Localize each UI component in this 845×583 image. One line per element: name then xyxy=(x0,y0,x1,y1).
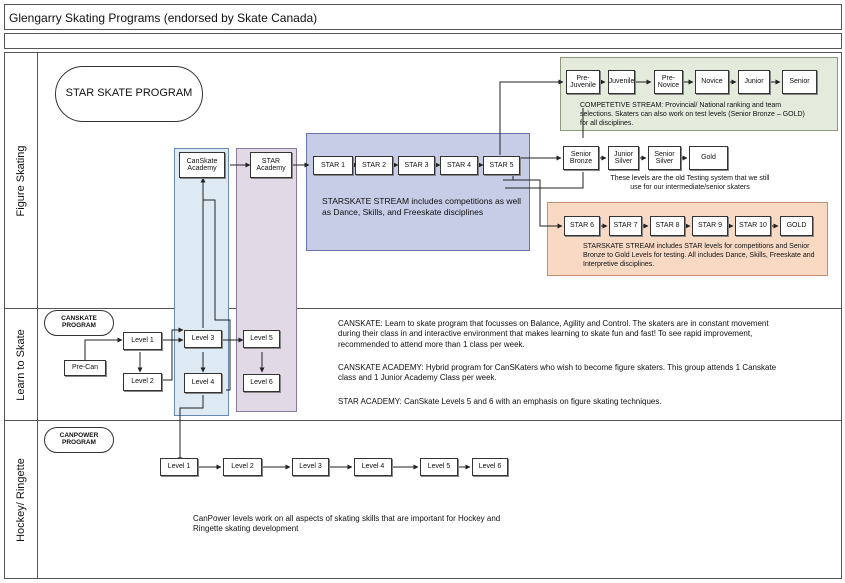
canpower-level-label: Level 3 xyxy=(299,463,322,471)
star-upper-note: STARSKATE STREAM includes STAR levels fo… xyxy=(583,243,815,268)
canpower-level-box: Level 3 xyxy=(292,458,329,476)
canskate-academy-box: CanSkate Academy xyxy=(179,152,225,178)
canpower-level-box: Level 5 xyxy=(420,458,458,476)
star-upper-box: GOLD xyxy=(780,216,813,236)
competitive-level-box: Juvenile xyxy=(608,70,635,94)
star-level-box: STAR 4 xyxy=(440,156,478,175)
canskate-level-label: Level 1 xyxy=(131,337,154,345)
star-skate-program-pill: STAR SKATE PROGRAM xyxy=(55,66,203,122)
competitive-level-box: Junior xyxy=(738,70,770,94)
star-upper-label: GOLD xyxy=(786,222,807,230)
canpower-level-label: Level 5 xyxy=(427,463,451,471)
lane-label-hockey: Hockey/ Ringette xyxy=(4,420,38,579)
star-level-label: STAR 3 xyxy=(404,161,429,169)
star-academy-region xyxy=(236,148,297,412)
canpower-level-box: Level 1 xyxy=(160,458,198,476)
test-level-box: Senior Silver xyxy=(648,146,681,170)
canskate-level-label: Level 3 xyxy=(191,335,215,343)
canskate-note: CANSKATE: Learn to skate program that fo… xyxy=(338,319,769,349)
canpower-level-label: Level 1 xyxy=(167,463,191,471)
star-level-label: STAR 5 xyxy=(489,161,514,169)
page-title-text: Glengarry Skating Programs (endorsed by … xyxy=(9,11,318,25)
test-level-box: Gold xyxy=(689,146,728,170)
canskate-academy-note: CANSKATE ACADEMY: Hybrid program for Can… xyxy=(338,363,777,383)
competitive-level-box: Novice xyxy=(695,70,729,94)
star-level-label: STAR 2 xyxy=(362,161,386,169)
star-upper-box: STAR 10 xyxy=(735,216,771,236)
canskate-academy-label: CanSkate Academy xyxy=(186,157,218,172)
precan-box: Pre-Can xyxy=(64,360,106,376)
competitive-level-label: Pre-Novice xyxy=(657,74,680,89)
test-level-label: Junior Silver xyxy=(613,150,634,165)
canpower-program-label: CANPOWER PROGRAM xyxy=(59,432,99,446)
competitive-level-label: Junior xyxy=(744,78,764,86)
canskate-level-label: Level 2 xyxy=(131,378,154,386)
test-level-box: Junior Silver xyxy=(608,146,639,170)
star-upper-label: STAR 7 xyxy=(613,222,638,230)
canpower-level-box: Level 4 xyxy=(354,458,392,476)
star-upper-label: STAR 9 xyxy=(698,222,722,230)
starskate-stream-note: STARSKATE STREAM includes competitions a… xyxy=(322,196,522,218)
star-academy-label: STAR Academy xyxy=(256,157,286,172)
star-level-label: STAR 1 xyxy=(321,161,345,169)
star-level-box: STAR 5 xyxy=(483,156,520,175)
competitive-level-label: Juvenile xyxy=(608,78,635,86)
star-academy-box: STAR Academy xyxy=(250,152,292,178)
starskate-stream-region xyxy=(306,133,530,251)
test-level-label: Senior Silver xyxy=(654,150,675,165)
competitive-stream-note: COMPETETIVE STREAM: Provincial/ National… xyxy=(580,102,805,127)
star-level-box: STAR 2 xyxy=(355,156,393,175)
canskate-level-label: Level 4 xyxy=(191,379,215,387)
page-title: Glengarry Skating Programs (endorsed by … xyxy=(4,4,842,30)
lane-label-figure: Figure Skating xyxy=(4,52,38,309)
canskate-level-label: Level 6 xyxy=(250,379,273,387)
star-level-label: STAR 4 xyxy=(447,161,471,169)
canpower-program-pill: CANPOWER PROGRAM xyxy=(44,427,114,453)
canpower-level-label: Level 2 xyxy=(231,463,254,471)
old-tests-note: These levels are the old Testing system … xyxy=(610,175,770,191)
star-upper-box: STAR 7 xyxy=(609,216,642,236)
star-upper-box: STAR 6 xyxy=(564,216,600,236)
star-level-box: STAR 1 xyxy=(313,156,353,175)
star-academy-note: STAR ACADEMY: CanSkate Levels 5 and 6 wi… xyxy=(338,397,662,406)
star-upper-label: STAR 10 xyxy=(739,222,767,230)
test-level-label: Senior Bronze xyxy=(569,150,593,165)
canskate-level-box: Level 5 xyxy=(243,330,280,348)
lane-label-learn: Learn to Skate xyxy=(4,308,38,421)
canskate-level-box: Level 6 xyxy=(243,374,280,392)
competitive-stream-region xyxy=(560,57,838,131)
canskate-program-label: CANSKATE PROGRAM xyxy=(61,315,97,329)
competitive-level-label: Novice xyxy=(701,78,723,86)
canskate-program-pill: CANSKATE PROGRAM xyxy=(44,310,114,336)
header-spacer xyxy=(4,33,842,49)
canpower-level-box: Level 2 xyxy=(223,458,262,476)
competitive-level-label: Pre-Juvenile xyxy=(570,74,596,89)
competitive-level-box: Senior xyxy=(782,70,817,94)
canskate-level-box: Level 2 xyxy=(123,373,162,391)
competitive-level-label: Senior xyxy=(789,78,810,86)
canpower-level-box: Level 6 xyxy=(472,458,508,476)
precan-label: Pre-Can xyxy=(71,364,99,372)
canskate-level-box: Level 1 xyxy=(123,332,162,350)
star-skate-program-label: STAR SKATE PROGRAM xyxy=(65,87,193,100)
test-level-label: Gold xyxy=(701,154,716,162)
lane-hockey-ringette xyxy=(4,420,842,579)
competitive-level-box: Pre-Juvenile xyxy=(566,70,600,94)
star-upper-label: STAR 6 xyxy=(570,222,594,230)
star-upper-box: STAR 9 xyxy=(692,216,728,236)
canpower-level-label: Level 4 xyxy=(361,463,385,471)
star-upper-label: STAR 8 xyxy=(655,222,680,230)
star-level-box: STAR 3 xyxy=(398,156,435,175)
canskate-level-box: Level 3 xyxy=(184,330,222,348)
upper-star-region xyxy=(547,202,828,276)
canpower-level-label: Level 6 xyxy=(478,463,502,471)
canskate-level-box: Level 4 xyxy=(184,373,222,393)
canpower-note: CanPower levels work on all aspects of s… xyxy=(193,514,501,534)
test-level-box: Senior Bronze xyxy=(563,146,599,170)
star-upper-box: STAR 8 xyxy=(650,216,685,236)
competitive-level-box: Pre-Novice xyxy=(654,70,683,94)
canskate-level-label: Level 5 xyxy=(250,335,273,343)
